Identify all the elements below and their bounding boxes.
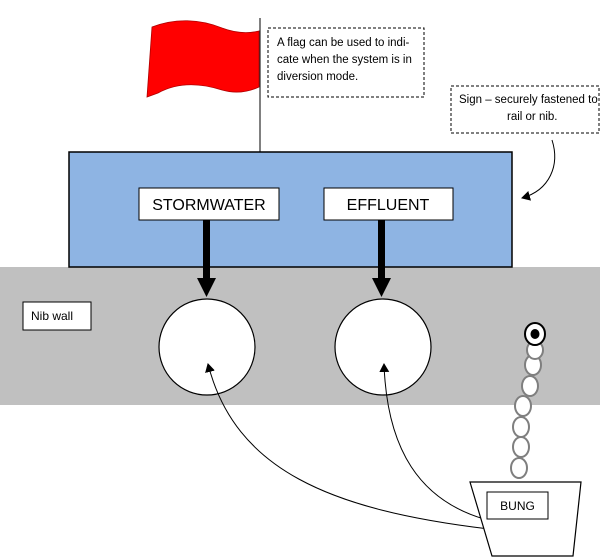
effluent-arrow xyxy=(372,220,391,297)
nib-wall xyxy=(0,267,600,405)
sign-note-line-1: Sign – securely fastened to xyxy=(459,94,598,106)
effluent-outlet xyxy=(334,298,432,396)
nib-wall-label: Nib wall xyxy=(31,309,73,323)
nib-wall-label-box: Nib wall xyxy=(22,301,92,331)
chain-icon xyxy=(510,340,544,479)
sign-note-arrow xyxy=(521,139,556,201)
stormwater-label: STORMWATER xyxy=(152,197,265,214)
bung-label-box: BUNG xyxy=(486,491,549,520)
bung-to-effluent-arrow xyxy=(379,363,485,520)
stormwater-outlet xyxy=(158,298,256,396)
stormwater-arrow xyxy=(197,220,216,297)
effluent-label-box: EFFLUENT xyxy=(323,187,454,221)
flag-note-line-2: cate when the system is in xyxy=(277,54,412,66)
flag-note-line-1: A flag can be used to indi- xyxy=(277,37,410,49)
flag-icon xyxy=(146,20,260,98)
effluent-label: EFFLUENT xyxy=(347,197,430,214)
stormwater-label-box: STORMWATER xyxy=(138,187,280,221)
flag-note-box: A flag can be used to indi- cate when th… xyxy=(267,27,425,98)
bung-label: BUNG xyxy=(500,499,535,513)
sign-note-line-2: rail or nib. xyxy=(507,111,558,123)
bung-to-stormwater-arrow xyxy=(205,363,490,530)
chain-ring-icon xyxy=(524,322,546,346)
sign-note-box: Sign – securely fastened to rail or nib. xyxy=(450,85,600,134)
flag-note-line-3: diversion mode. xyxy=(277,71,358,83)
